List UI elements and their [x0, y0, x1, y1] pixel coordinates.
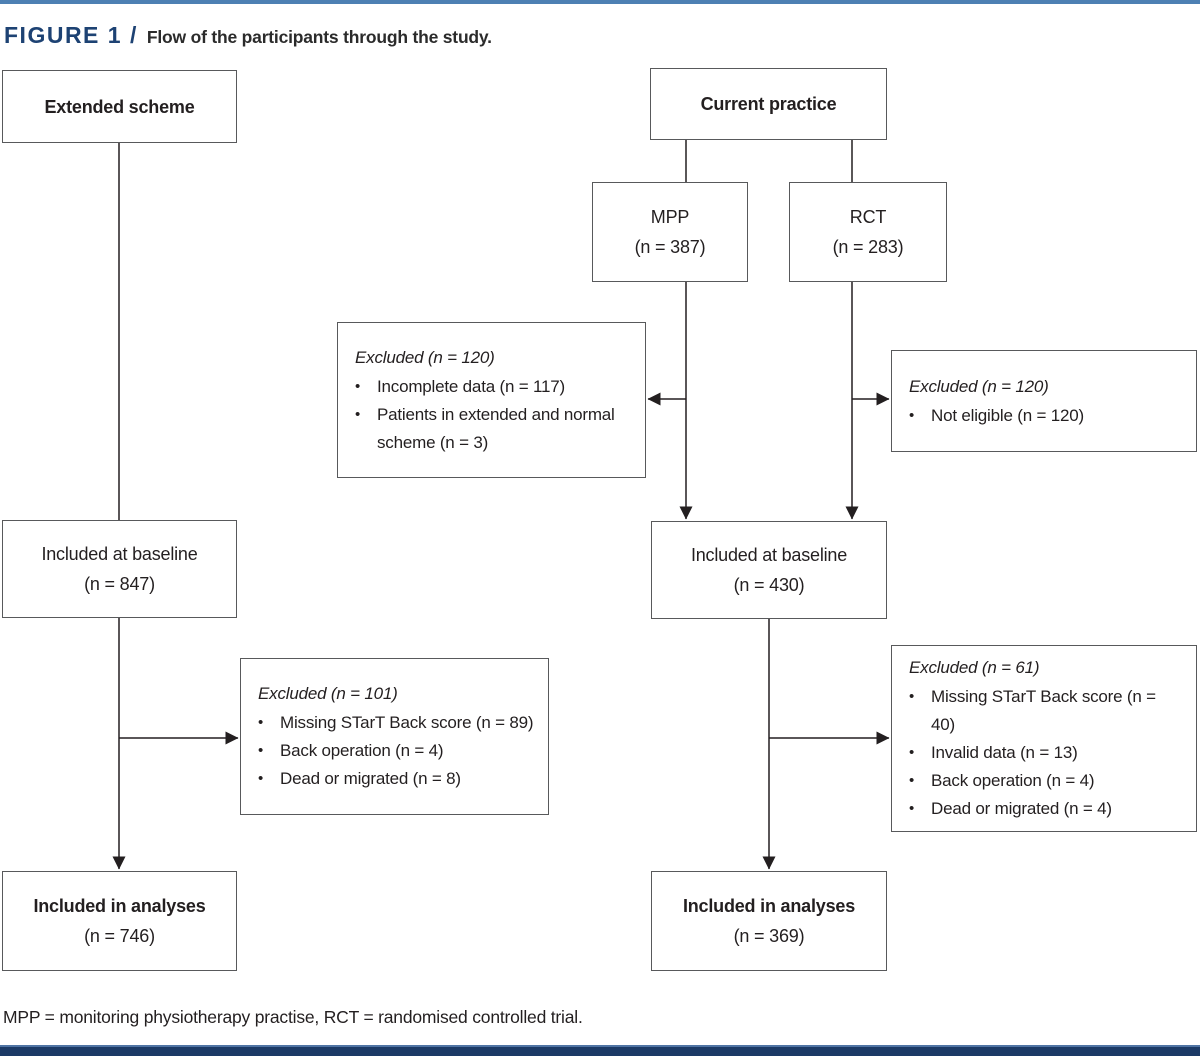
box-rct: RCT (n = 283): [789, 182, 947, 282]
bullet-icon: •: [909, 772, 915, 789]
box-count: (n = 283): [832, 237, 904, 257]
bullet-icon: •: [258, 770, 264, 787]
box-analyses-extended: Included in analyses (n = 746): [2, 871, 237, 971]
bullet-icon: •: [909, 688, 915, 705]
list-item-text: Dead or migrated (n = 8): [280, 769, 461, 788]
box-count: (n = 387): [634, 237, 706, 257]
box-baseline-extended: Included at baseline (n = 847): [2, 520, 237, 618]
list-item: • Incomplete data (n = 117): [355, 373, 565, 401]
list-item-text: Dead or migrated (n = 4): [931, 799, 1112, 818]
list-item: • Back operation (n = 4): [909, 767, 1095, 795]
bullet-icon: •: [355, 405, 361, 423]
box-analyses-current: Included in analyses (n = 369): [651, 871, 887, 971]
box-label: Extended scheme: [44, 96, 195, 117]
excluded-heading: Excluded (n = 61): [909, 658, 1040, 677]
box-label: Included in analyses: [682, 896, 856, 916]
list-item: • Missing STarT Back score (n = 40): [909, 683, 1182, 739]
box-count: (n = 847): [84, 574, 155, 594]
list-item-text: Back operation (n = 4): [931, 771, 1095, 790]
box-excluded-baseline-current: Excluded (n = 61) • Missing STarT Back s…: [891, 645, 1197, 832]
box-label: Current practice: [700, 94, 837, 114]
list-item: • Dead or migrated (n = 8): [258, 765, 461, 793]
box-label: MPP: [650, 207, 690, 227]
excluded-heading: Excluded (n = 120): [355, 347, 495, 367]
box-mpp: MPP (n = 387): [592, 182, 748, 282]
box-label: Included at baseline: [690, 545, 848, 565]
list-item: • Patients in extended and normal scheme…: [355, 401, 631, 457]
list-item: • Back operation (n = 4): [258, 737, 444, 765]
box-excluded-rct: Excluded (n = 120) • Not eligible (n = 1…: [891, 350, 1197, 452]
list-item: • Not eligible (n = 120): [909, 402, 1084, 430]
list-item-text: Patients in extended and normal scheme (…: [377, 404, 615, 452]
box-count: (n = 746): [84, 926, 155, 946]
box-label: Included at baseline: [41, 544, 198, 564]
bullet-icon: •: [909, 406, 915, 424]
bullet-icon: •: [909, 744, 915, 761]
box-label: RCT: [849, 207, 887, 227]
bullet-icon: •: [258, 714, 264, 731]
box-count: (n = 369): [733, 926, 805, 946]
box-count: (n = 430): [733, 575, 805, 595]
figure-caption: Flow of the participants through the stu…: [146, 27, 492, 47]
excluded-heading: Excluded (n = 120): [909, 376, 1049, 396]
list-item-text: Invalid data (n = 13): [931, 743, 1078, 762]
list-item: • Dead or migrated (n = 4): [909, 795, 1112, 823]
bullet-icon: •: [909, 800, 915, 817]
box-excluded-mpp: Excluded (n = 120) • Incomplete data (n …: [337, 322, 646, 478]
figure-footnote: MPP = monitoring physiotherapy practise,…: [3, 1007, 583, 1027]
top-accent-bar: [0, 0, 1200, 4]
list-item-text: Missing STarT Back score (n = 40): [931, 687, 1156, 734]
list-item-text: Missing STarT Back score (n = 89): [280, 713, 534, 732]
figure-label: FIGURE 1 /: [4, 22, 138, 48]
list-item-text: Not eligible (n = 120): [931, 405, 1084, 425]
figure-header: FIGURE 1 / Flow of the participants thro…: [4, 22, 492, 49]
list-item: • Invalid data (n = 13): [909, 739, 1078, 767]
list-item: • Missing STarT Back score (n = 89): [258, 709, 534, 737]
excluded-heading: Excluded (n = 101): [258, 684, 398, 703]
box-excluded-baseline-extended: Excluded (n = 101) • Missing STarT Back …: [240, 658, 549, 815]
box-baseline-current: Included at baseline (n = 430): [651, 521, 887, 619]
bullet-icon: •: [355, 377, 361, 395]
list-item-text: Back operation (n = 4): [280, 741, 444, 760]
bottom-accent-bar: [0, 1045, 1200, 1056]
box-label: Included in analyses: [33, 896, 206, 916]
box-current-practice: Current practice: [650, 68, 887, 140]
list-item-text: Incomplete data (n = 117): [377, 376, 565, 396]
box-extended-scheme: Extended scheme: [2, 70, 237, 143]
bullet-icon: •: [258, 742, 264, 759]
